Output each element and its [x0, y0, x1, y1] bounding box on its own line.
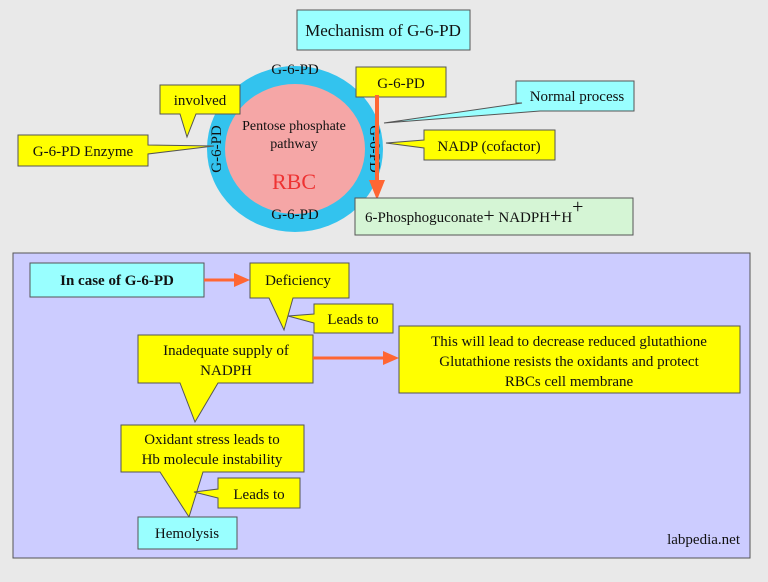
leads-to-text-2: Leads to: [233, 487, 284, 503]
g6pd-text: G-6-PD: [377, 76, 425, 92]
enzyme-text: G-6-PD Enzyme: [33, 144, 134, 160]
product-box: 6-Phosphoguconate+ NADPH+H+: [354, 196, 634, 236]
product-h: H: [561, 210, 572, 226]
deficiency-callout: Deficiency: [249, 262, 350, 332]
in-case-text: In case of G-6-PD: [60, 273, 174, 289]
product-plus-2: +: [550, 205, 561, 227]
enzyme-callout: G-6-PD Enzyme: [17, 134, 215, 167]
oxidant-text-1: Oxidant stress leads to: [144, 432, 279, 448]
g6pd-callout: G-6-PD: [355, 66, 447, 98]
inadequate-callout: Inadequate supply of NADPH: [137, 334, 314, 424]
rbc-label: RBC: [272, 169, 316, 194]
normal-process-text: Normal process: [530, 89, 625, 105]
nadp-text: NADP (cofactor): [437, 139, 540, 155]
lower-panel: [12, 252, 751, 559]
involved-text: involved: [174, 93, 227, 109]
hemolysis-text: Hemolysis: [155, 526, 219, 542]
product-nadph: NADPH: [495, 210, 551, 226]
inadequate-text-2: NADPH: [200, 363, 252, 379]
pathway-line-2: pathway: [270, 137, 317, 152]
ring-label-left: G-6-PD: [209, 125, 225, 173]
product-name: 6-Phosphoguconate: [365, 210, 484, 226]
oxidant-text-2: Hb molecule instability: [142, 452, 283, 468]
leads-to-text-1: Leads to: [327, 312, 378, 328]
product-plus-1: +: [483, 205, 494, 227]
result-box: This will lead to decrease reduced gluta…: [398, 325, 741, 394]
result-text-3: RBCs cell membrane: [505, 374, 634, 390]
rbc-circle: G-6-PD G-6-PD G-6-PD G-6-PD Pentose phos…: [207, 62, 383, 232]
result-text-2: Glutathione resists the oxidants and pro…: [439, 354, 699, 370]
oxidant-callout: Oxidant stress leads to Hb molecule inst…: [120, 424, 305, 519]
reaction-arrow: [369, 95, 385, 200]
inadequate-text-1: Inadequate supply of: [163, 343, 289, 359]
leads-to-callout-2: Leads to: [193, 477, 301, 509]
in-case-box: In case of G-6-PD: [29, 262, 205, 298]
product-superscript: +: [572, 196, 583, 218]
ring-label-bottom: G-6-PD: [271, 207, 319, 223]
involved-callout: involved: [159, 84, 241, 139]
normal-process-callout: Normal process: [383, 80, 635, 124]
ring-label-top: G-6-PD: [271, 62, 319, 78]
credit-text: labpedia.net: [667, 532, 741, 548]
pathway-line-1: Pentose phosphate: [242, 119, 346, 134]
deficiency-text: Deficiency: [265, 273, 331, 289]
product-text: 6-Phosphoguconate+ NADPH+H+: [365, 196, 583, 227]
arrow-to-deficiency: [204, 273, 250, 287]
nadp-callout: NADP (cofactor): [385, 129, 556, 161]
hemolysis-box: Hemolysis: [137, 516, 238, 550]
title-box: Mechanism of G-6-PD: [296, 9, 471, 51]
result-text-1: This will lead to decrease reduced gluta…: [431, 334, 707, 350]
arrow-to-result: [313, 351, 399, 365]
title-text: Mechanism of G-6-PD: [305, 21, 461, 40]
leads-to-callout-1: Leads to: [287, 303, 394, 334]
ring-label-right: G-6-PD: [366, 125, 382, 173]
